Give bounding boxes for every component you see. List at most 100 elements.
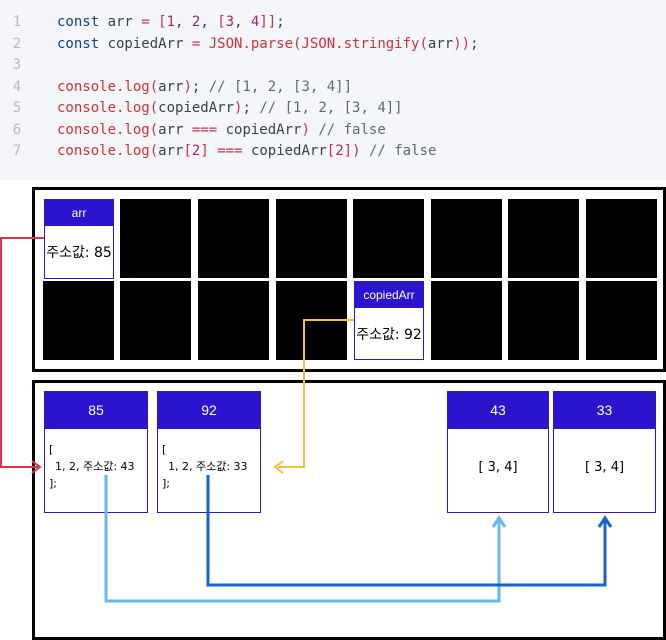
code-token: [ (217, 14, 226, 30)
code-token: [ (158, 14, 167, 30)
code-token: [ (183, 143, 192, 159)
code-token: console.log (57, 78, 150, 95)
heap-content: [ 3, 4] (584, 460, 625, 475)
code-token: ) (234, 100, 243, 116)
code-token: ]] (259, 14, 277, 30)
heap-object-43: 43 [ 3, 4] (447, 391, 549, 513)
stack-cell (43, 281, 114, 360)
code-token: === (191, 121, 226, 138)
code-token: ( (293, 35, 302, 52)
code-token: = (141, 14, 159, 30)
code-token: ( (149, 78, 159, 95)
line-number: 7 (12, 143, 22, 159)
heap-address: 85 (45, 392, 147, 429)
code-token: console.log (57, 143, 150, 159)
code-token: // [1, 2, [3, 4]] (259, 100, 403, 116)
stack-cell (120, 199, 191, 278)
code-token: JSON.parse (208, 35, 294, 52)
code-token: ; (470, 35, 479, 52)
code-text: const copiedArr = JSON.parse(JSON.string… (57, 33, 479, 55)
code-token: ( (149, 121, 159, 138)
line-number: 4 (12, 78, 22, 95)
code-token: arr (427, 35, 454, 52)
code-token: arr (158, 121, 192, 138)
heap-object-85: 85 [ 1, 2, 주소값: 43 ]; (44, 391, 148, 513)
stack-cell (431, 199, 502, 278)
code-token: , (234, 14, 251, 30)
code-token: const (57, 35, 108, 52)
heap-content: [ 1, 2, 주소값: 43 ]; (45, 429, 147, 492)
code-token: , (200, 14, 218, 30)
array-items: 1, 2, 주소값: 33 (168, 460, 248, 473)
stack-cell (586, 281, 657, 360)
code-token: ; (191, 78, 209, 95)
code-token: , (175, 14, 192, 30)
array-open: [ (49, 443, 54, 456)
stack-cell (198, 281, 269, 360)
code-token: arr (107, 14, 142, 30)
arrow-arr-to-85 (0, 237, 44, 468)
code-text: console.log(arr === copiedArr) // false (57, 119, 386, 141)
array-open: [ (162, 443, 167, 456)
arrowhead-92-to-33 (597, 515, 613, 528)
code-token: 2 (335, 143, 344, 159)
stack-cell (586, 199, 657, 278)
line-number: 2 (12, 35, 22, 52)
heap-content: [ 3, 4] (478, 460, 518, 475)
line-number: 3 (12, 57, 22, 73)
code-token: copiedArr (225, 121, 302, 138)
code-token: copiedArr (158, 100, 235, 116)
code-token: [ (326, 143, 336, 159)
line-number: 6 (12, 121, 22, 138)
heap-object-33: 33 [ 3, 4] (553, 391, 656, 513)
heap-address: 43 (448, 392, 548, 429)
code-token: ; (242, 100, 260, 116)
code-token: ]) (343, 143, 369, 159)
line-number: 1 (12, 14, 22, 30)
code-token: === (217, 143, 251, 159)
code-token: copiedArr (107, 35, 192, 52)
arrow-92-to-33 (206, 475, 607, 587)
line-number: 5 (12, 100, 22, 116)
heap-address: 33 (554, 392, 655, 429)
arrow-85-to-43 (104, 475, 501, 603)
code-token: console.log (57, 121, 150, 138)
code-token: 3 (225, 14, 235, 30)
stack-cell (508, 199, 579, 278)
stack-variable-arr: arr 주소값: 85 (44, 199, 114, 279)
array-close: ]; (49, 477, 57, 490)
code-token: arr (158, 78, 184, 95)
variable-value: 주소값: 85 (46, 245, 112, 261)
code-token: 1 (166, 14, 176, 30)
code-token: // [1, 2, [3, 4]] (208, 78, 353, 95)
heap-content: [ 1, 2, 주소값: 33 ]; (158, 429, 260, 492)
variable-value: 주소값: 92 (356, 327, 422, 343)
code-token: // false (368, 143, 437, 159)
code-token: const (57, 14, 108, 30)
stack-cell (353, 199, 424, 278)
code-text: console.log(arr); // [1, 2, [3, 4]] (57, 76, 352, 98)
code-token: ; (276, 14, 285, 30)
code-text: console.log(arr[2] === copiedArr[2]) // … (57, 140, 436, 162)
code-token: arr (158, 143, 184, 159)
stack-variable-copiedArr: copiedArr 주소값: 92 (354, 281, 424, 360)
code-token: console.log (57, 100, 150, 116)
variable-name: copiedArr (355, 282, 423, 308)
code-text: const arr = [1, 2, [3, 4]]; (57, 11, 285, 33)
code-token: ) (301, 121, 319, 138)
array-items: 1, 2, 주소값: 43 (55, 460, 135, 473)
arrow-copiedArr-to-92 (278, 319, 354, 468)
code-token: // false (318, 121, 386, 138)
stack-cell (431, 281, 502, 360)
code-token: ] (200, 143, 218, 159)
code-token: copiedArr (250, 143, 327, 159)
stack-cell (508, 281, 579, 360)
arrowhead-85-to-43 (491, 515, 507, 528)
stack-cell (276, 199, 347, 278)
code-token: 2 (191, 143, 201, 159)
code-token: ( (419, 35, 428, 52)
code-token: 4 (250, 14, 260, 30)
heap-address: 92 (158, 392, 260, 429)
